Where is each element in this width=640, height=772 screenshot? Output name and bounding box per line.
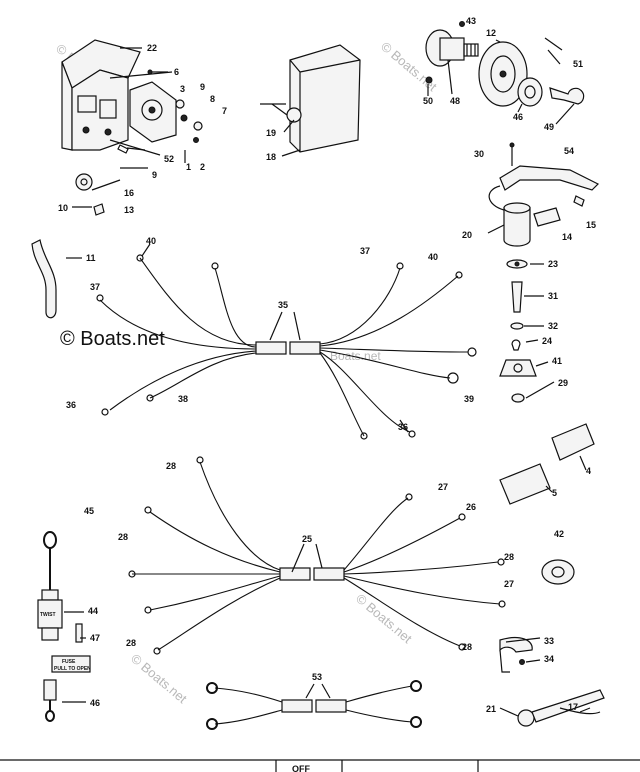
callout-34: 34 [544,654,554,664]
key-switch-assembly [425,21,585,107]
fuse-holder-assembly: TWIST FUSE PULL TO OPEN [37,531,91,722]
callout-28-bottom-right: 28 [462,642,472,652]
callout-47: 47 [90,633,100,643]
callout-18: 18 [266,152,276,162]
callout-2: 2 [200,162,205,172]
callout-33: 33 [544,636,554,646]
callout-16: 16 [124,188,134,198]
callout-28-right: 28 [504,552,514,562]
switch-box-assembly [61,39,177,216]
callout-10: 10 [58,203,68,213]
footer-fragment: OFF [292,764,310,772]
callout-20: 20 [462,230,472,240]
callout-42: 42 [554,529,564,539]
callout-37-right: 37 [360,246,370,256]
callout-8: 8 [210,94,215,104]
callout-41: 41 [552,356,562,366]
callout-22: 22 [147,43,157,53]
clamp-and-lever-parts [499,637,605,727]
callout-35: 35 [278,300,288,310]
callout-7: 7 [222,106,227,116]
callout-49: 49 [544,122,554,132]
callout-3: 3 [180,84,185,94]
callout-46-bottom: 46 [90,698,100,708]
callout-29: 29 [558,378,568,388]
callout-44: 44 [88,606,98,616]
callout-50: 50 [423,96,433,106]
watermark-lower-right: © Boats.net [353,591,415,647]
callout-26: 26 [466,502,476,512]
callout-9-lower: 9 [152,170,157,180]
callout-5: 5 [552,488,557,498]
callout-6: 6 [174,67,179,77]
fuse-twist-label: TWIST [40,612,56,618]
callout-51: 51 [573,59,583,69]
watermark-center: © Boats.net [60,328,165,350]
watermark-lower-left: © Boats.net [128,651,190,707]
callout-52: 52 [164,154,174,164]
fuse-label-line1: FUSE [62,659,76,665]
callout-28-bottom-left: 28 [126,638,136,648]
callout-24: 24 [542,336,552,346]
switch-box-hardware [120,69,203,169]
leader-lines [62,39,591,717]
callout-32: 32 [548,321,558,331]
callout-45: 45 [84,506,94,516]
callout-25: 25 [302,534,312,544]
connector-parts [499,423,595,585]
callout-13: 13 [124,205,134,215]
callout-23: 23 [548,259,558,269]
callout-9-upper: 9 [200,82,205,92]
callout-21: 21 [486,704,496,714]
callout-37-left: 37 [90,282,100,292]
wiring-harness-53 [206,680,422,730]
callout-28-top: 28 [166,461,176,471]
callout-43: 43 [466,16,476,26]
ignition-coil [260,44,361,153]
solenoid-assembly [488,142,600,403]
footer-strip: OFF [0,759,640,772]
callout-17: 17 [568,702,578,712]
callout-40-left: 40 [146,236,156,246]
wiring-harness-25 [128,456,506,655]
callout-39: 39 [464,394,474,404]
callout-27-right: 27 [504,579,514,589]
callout-27-top: 27 [438,482,448,492]
callout-4: 4 [586,466,591,476]
callout-40-right: 40 [428,252,438,262]
callout-28-left: 28 [118,532,128,542]
callout-1: 1 [186,162,191,172]
callout-36-left: 36 [66,400,76,410]
fuse-label-line2: PULL TO OPEN [54,666,91,672]
callout-31: 31 [548,291,558,301]
callout-54: 54 [564,146,574,156]
callout-38: 38 [178,394,188,404]
callout-19: 19 [266,128,276,138]
callout-46-top: 46 [513,112,523,122]
callout-15: 15 [586,220,596,230]
callout-numbers: 22 6 3 9 8 7 19 18 52 1 2 16 9 13 10 43 … [58,16,596,714]
wiring-harness-35 [31,239,477,440]
callout-14: 14 [562,232,572,242]
callout-53: 53 [312,672,322,682]
callout-12: 12 [486,28,496,38]
callout-36-right: 36 [398,422,408,432]
callout-30: 30 [474,149,484,159]
callout-11: 11 [86,253,96,263]
callout-48-left: 48 [450,96,460,106]
